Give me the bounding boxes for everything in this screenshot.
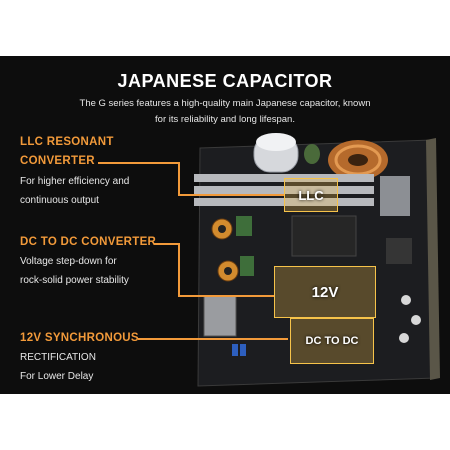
feature-12v-heading: 12V SYNCHRONOUS (20, 332, 139, 344)
highlight-dc-to-dc: DC TO DC (290, 318, 374, 364)
dcdc-connector-line (178, 243, 180, 295)
feature-dcdc-desc: Voltage step-down for rock-solid power s… (20, 252, 129, 290)
llc-connector-line (178, 194, 284, 196)
product-banner: JAPANESE CAPACITOR The G series features… (0, 56, 450, 394)
highlight-llc: LLC (284, 178, 338, 212)
subtitle-line: The G series features a high-quality mai… (79, 98, 371, 109)
feature-12v-desc-line: For Lower Delay (20, 371, 94, 382)
chassis-edge (426, 138, 440, 380)
llc-connector-line (98, 162, 178, 164)
feature-dcdc-desc-line: rock-solid power stability (20, 275, 129, 286)
page-subtitle: The G series features a high-quality mai… (0, 96, 450, 128)
feature-llc-heading-line1: LLC RESONANT (20, 136, 114, 148)
dcdc-connector-line (178, 295, 274, 297)
feature-dcdc-desc-line: Voltage step-down for (20, 256, 117, 267)
psu-board-illustration (194, 133, 440, 387)
feature-llc-desc: For higher efficiency and continuous out… (20, 172, 129, 210)
ac-connector (203, 295, 237, 337)
page-title: JAPANESE CAPACITOR (117, 71, 333, 91)
feature-dcdc-heading: DC TO DC CONVERTER (20, 236, 157, 248)
dcdc-connector-line (154, 243, 178, 245)
llc-connector-line (178, 162, 180, 194)
feature-llc-heading-line2: CONVERTER (20, 155, 95, 167)
feature-llc-desc-line: continuous output (20, 195, 99, 206)
feature-12v-desc: RECTIFICATION For Lower Delay (20, 348, 96, 386)
feature-12v-desc-line: RECTIFICATION (20, 352, 96, 363)
subtitle-line: for its reliability and long lifespan. (155, 114, 295, 125)
12v-connector-line (138, 338, 288, 340)
highlight-12v: 12V (274, 266, 376, 318)
feature-llc-desc-line: For higher efficiency and (20, 176, 130, 187)
